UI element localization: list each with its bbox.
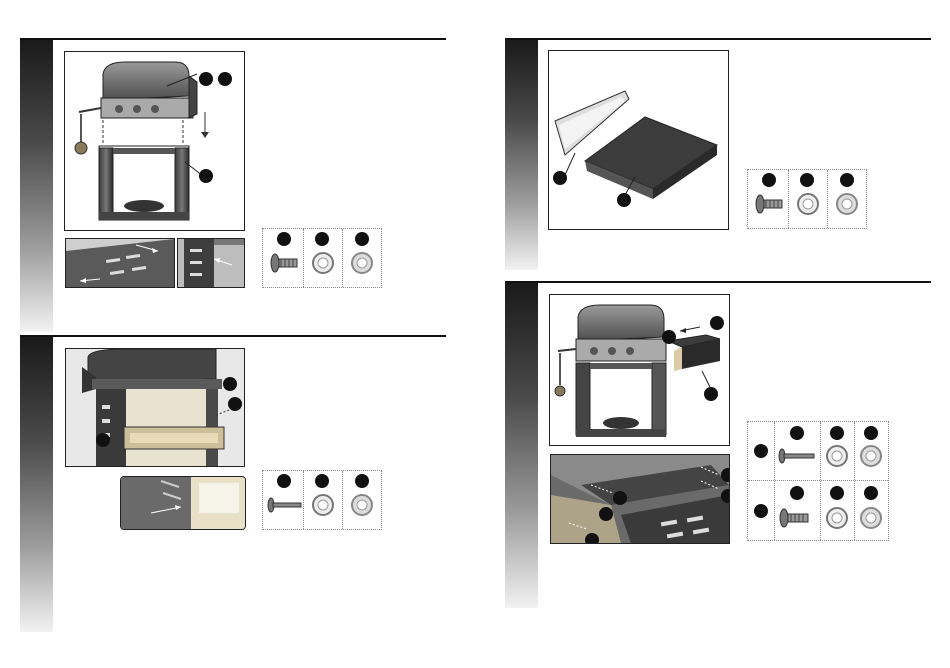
section-rule-4 [505,281,931,283]
screw-icon [271,254,297,272]
step-sidebar-1 [20,40,53,332]
step-sidebar-4 [505,283,538,608]
step-sidebar-2 [20,337,53,632]
callout-marker [96,433,110,447]
flat-washer-icon [827,508,847,528]
step-sidebar-3 [505,40,538,270]
callout-marker [617,193,631,207]
callout-marker [228,397,242,411]
lock-washer-icon [861,508,881,528]
lock-washer-icon [837,194,857,214]
hardware-box [262,228,382,288]
screw-icon [780,509,808,527]
grill-on-cart-illustration [64,51,245,231]
flat-washer-icon [313,495,333,515]
callout-marker [585,533,599,544]
lock-washer-icon [352,495,372,515]
hardware-box [747,169,867,229]
side-shelf-illustration [548,50,729,230]
callout-marker [599,507,613,521]
shelf-attach-illustration [549,294,730,446]
callout-marker [721,468,730,482]
detail-inset-bolt [120,476,246,530]
lock-washer-icon [352,253,372,273]
callout-marker [662,330,676,344]
callout-marker [553,171,567,185]
callout-marker [613,491,627,505]
callout-marker [199,169,213,183]
callout-marker [223,377,237,391]
detail-inset-right [177,238,245,288]
callout-marker [704,387,718,401]
bolt-icon [268,498,301,512]
shelf-detail-inset [550,454,730,544]
control-panel-illustration [65,348,245,467]
section-rule-2 [20,335,446,337]
detail-inset-left [65,238,175,288]
hardware-box [262,470,382,530]
section-rule-3 [505,38,931,40]
hardware-box [747,421,889,541]
lock-washer-icon [861,446,881,466]
screw-icon [756,195,782,213]
flat-washer-icon [313,253,333,273]
flat-washer-icon [827,446,847,466]
section-rule-1 [20,38,446,40]
callout-marker [721,489,730,503]
callout-marker [710,316,724,330]
flat-washer-icon [798,194,818,214]
callout-marker [199,72,213,86]
bolt-icon [779,449,814,463]
callout-marker [218,72,232,86]
